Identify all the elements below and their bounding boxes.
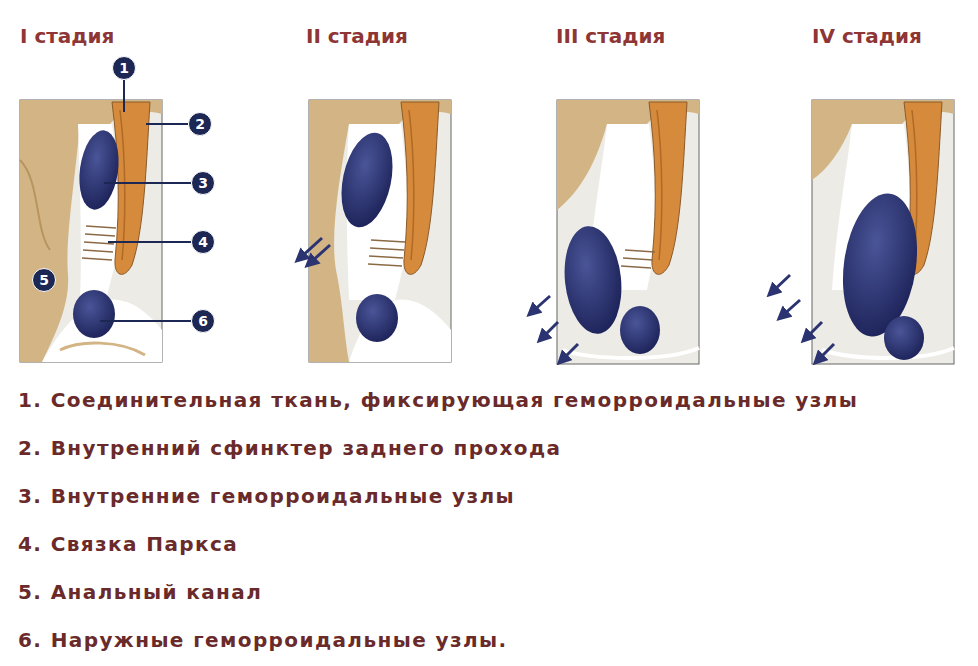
callout-number: 6	[191, 309, 215, 333]
stage-title: I стадия	[20, 24, 114, 48]
legend-line: 1. Соединительная ткань, фиксирующая гем…	[18, 388, 858, 412]
callout-number: 4	[191, 230, 215, 254]
stage-3-panel	[557, 100, 699, 364]
callout-number: 1	[112, 56, 136, 80]
callout-number: 2	[188, 112, 212, 136]
legend-line: 5. Анальный канал	[18, 580, 262, 604]
stage-title: IV стадия	[812, 24, 922, 48]
callout-number: 5	[32, 268, 56, 292]
legend-line: 4. Связка Паркса	[18, 532, 238, 556]
stage-title: II стадия	[306, 24, 408, 48]
stage-2-panel	[309, 100, 451, 362]
legend-line: 3. Внутренние геморроидальные узлы	[18, 484, 515, 508]
legend-line: 6. Наружные геморроидальные узлы.	[18, 628, 507, 652]
callout-number: 3	[191, 171, 215, 195]
leader-lines	[100, 80, 191, 321]
stage-title: III стадия	[556, 24, 665, 48]
legend-line: 2. Внутренний сфинктер заднего прохода	[18, 436, 561, 460]
stage-4-panel	[812, 100, 954, 364]
stage-1-panel	[20, 100, 162, 362]
